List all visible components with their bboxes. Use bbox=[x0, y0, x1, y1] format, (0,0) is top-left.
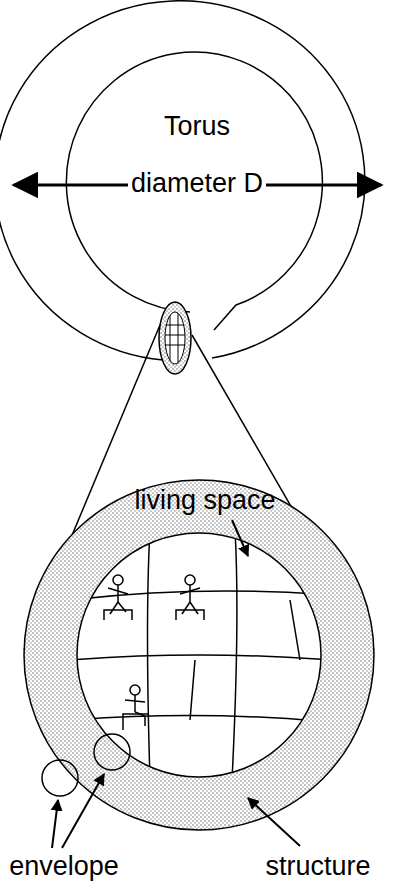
torus-cross-section bbox=[159, 302, 191, 374]
dimension-label: diameter D bbox=[128, 169, 266, 199]
stick-figures bbox=[104, 575, 204, 730]
part-label: living space bbox=[131, 486, 278, 516]
living-cells bbox=[70, 530, 330, 780]
part-label: Torus bbox=[161, 112, 233, 142]
part-label: envelope bbox=[6, 852, 122, 882]
callout-arrows bbox=[52, 520, 300, 848]
part-label: structure bbox=[262, 852, 373, 882]
enlarged-cross-section bbox=[24, 480, 374, 830]
envelope-marker bbox=[42, 760, 78, 796]
envelope-marker bbox=[94, 734, 130, 770]
